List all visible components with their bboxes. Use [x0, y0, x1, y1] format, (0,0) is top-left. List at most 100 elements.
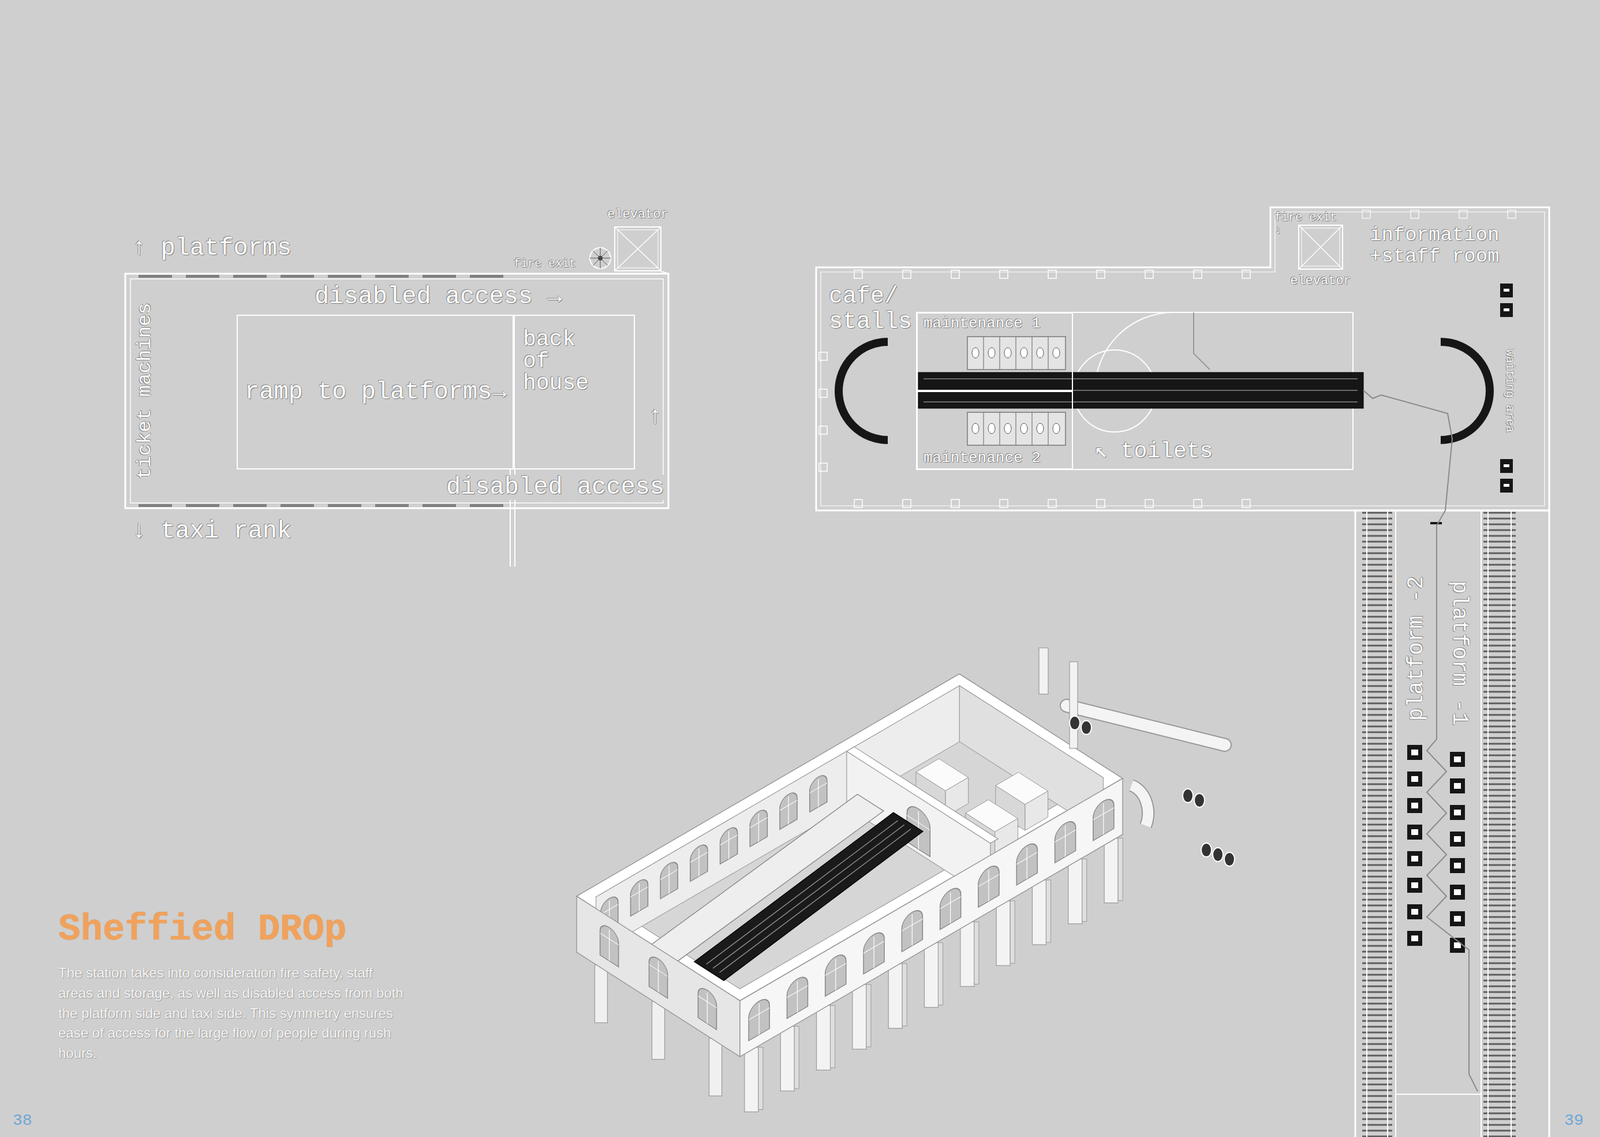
- toilet-bowl: [1052, 347, 1060, 358]
- stair-tread: [602, 258, 611, 259]
- semicircle-seating: [838, 341, 888, 440]
- window-mullion: [720, 825, 738, 864]
- window-mullion: [660, 860, 678, 899]
- arched-window: [1093, 794, 1114, 841]
- platform-bench: [1449, 857, 1465, 873]
- column: [960, 921, 975, 986]
- column-notch: [819, 352, 828, 361]
- platform-edge: [1395, 510, 1397, 1137]
- bench-slat: [1411, 881, 1419, 888]
- column-notch: [1242, 270, 1251, 279]
- arched-window: [779, 789, 798, 829]
- platform-bench: [1449, 804, 1465, 820]
- rail: [1387, 510, 1389, 1137]
- direction-arrow: ↑: [647, 404, 663, 430]
- rail: [1366, 510, 1368, 1137]
- page-number: 38: [12, 1111, 33, 1129]
- platform-bench: [1407, 797, 1423, 813]
- maintenance-room: maintenance 2: [916, 390, 1074, 470]
- bench-slat: [1453, 862, 1461, 869]
- back-of-house-room: back of house: [512, 314, 635, 470]
- column-notch: [1242, 499, 1251, 508]
- spiral-stair-core: [597, 255, 603, 261]
- window-bar: [327, 274, 362, 278]
- platform-bench: [1407, 744, 1423, 760]
- toilet-bowl: [1020, 347, 1028, 358]
- column: [744, 1046, 759, 1112]
- window-bar: [138, 503, 173, 507]
- room-label: maintenance 2: [923, 450, 1067, 466]
- curved-tube: [1131, 784, 1149, 826]
- arched-window: [825, 950, 847, 996]
- toilet-bowl: [1036, 423, 1044, 434]
- column: [780, 1025, 795, 1091]
- column-notch: [902, 270, 911, 279]
- pillar: [1038, 647, 1049, 694]
- bench-slat: [1503, 464, 1510, 467]
- window-bar: [327, 503, 362, 507]
- column-notch: [1459, 210, 1468, 219]
- window-mullion: [978, 863, 1000, 907]
- column-side: [1010, 900, 1015, 963]
- column-notch: [1193, 270, 1202, 279]
- platform-bench: [1407, 850, 1423, 866]
- column-side: [1045, 879, 1051, 942]
- window-bar: [233, 503, 267, 507]
- escalator-step-line: [923, 401, 1358, 403]
- arched-window: [748, 994, 770, 1041]
- escalator-step-line: [923, 378, 1358, 380]
- arched-window: [600, 921, 619, 967]
- spiral-stair: [589, 247, 611, 269]
- toilet-bowl: [988, 347, 996, 358]
- platform-bench: [1449, 831, 1465, 847]
- platform-end: [1395, 1093, 1482, 1095]
- cylinder: [1069, 715, 1080, 730]
- platform-marker: [1430, 521, 1442, 525]
- window-bar: [138, 274, 173, 278]
- column-notch: [1096, 499, 1105, 508]
- column: [594, 964, 608, 1023]
- column-notch: [1048, 499, 1057, 508]
- column: [652, 1001, 665, 1060]
- direction-label: ↑ platforms: [131, 235, 292, 261]
- column: [816, 1004, 831, 1070]
- column-notch: [1362, 210, 1371, 219]
- cubicle-divider: [1047, 412, 1049, 446]
- window-bar: [469, 503, 504, 507]
- window-mullion: [749, 808, 768, 847]
- column-notch: [1410, 210, 1419, 219]
- cubicle-divider: [982, 412, 984, 446]
- arched-window: [690, 840, 708, 881]
- platform-level-plan: [816, 207, 1550, 1137]
- column-notch: [1096, 270, 1105, 279]
- exit-label: fire exit: [513, 257, 577, 270]
- platform-bench: [1407, 903, 1423, 919]
- cubicle-divider: [982, 336, 984, 370]
- arched-window: [940, 883, 962, 930]
- window-mullion: [600, 923, 619, 967]
- arched-window: [863, 928, 885, 974]
- hall-wall: [816, 207, 1550, 511]
- cubicle-divider: [999, 336, 1000, 370]
- window-bar: [422, 274, 456, 278]
- tube-outline: [1066, 705, 1225, 745]
- column: [1032, 879, 1046, 945]
- toilet-block: [967, 412, 1066, 446]
- bench-slat: [1411, 802, 1419, 809]
- toilet-bowl: [988, 423, 996, 434]
- cylinder: [1182, 788, 1194, 803]
- column: [924, 942, 939, 1008]
- caption-text: The station takes into consideration fir…: [58, 962, 405, 1064]
- column: [709, 1037, 723, 1096]
- platform-bench: [1407, 930, 1423, 946]
- platform-bench: [1449, 751, 1465, 767]
- inner-frame: [1301, 227, 1340, 267]
- curved-tube: [1131, 784, 1149, 826]
- window-mullion: [1055, 819, 1076, 863]
- bench: [1500, 303, 1513, 317]
- area-label: ticket machines: [134, 302, 156, 480]
- window-mullion: [940, 886, 962, 930]
- window-mullion: [649, 954, 668, 998]
- page-title: Sheffied DROp: [58, 908, 347, 951]
- axonometric-view: [576, 647, 1235, 1112]
